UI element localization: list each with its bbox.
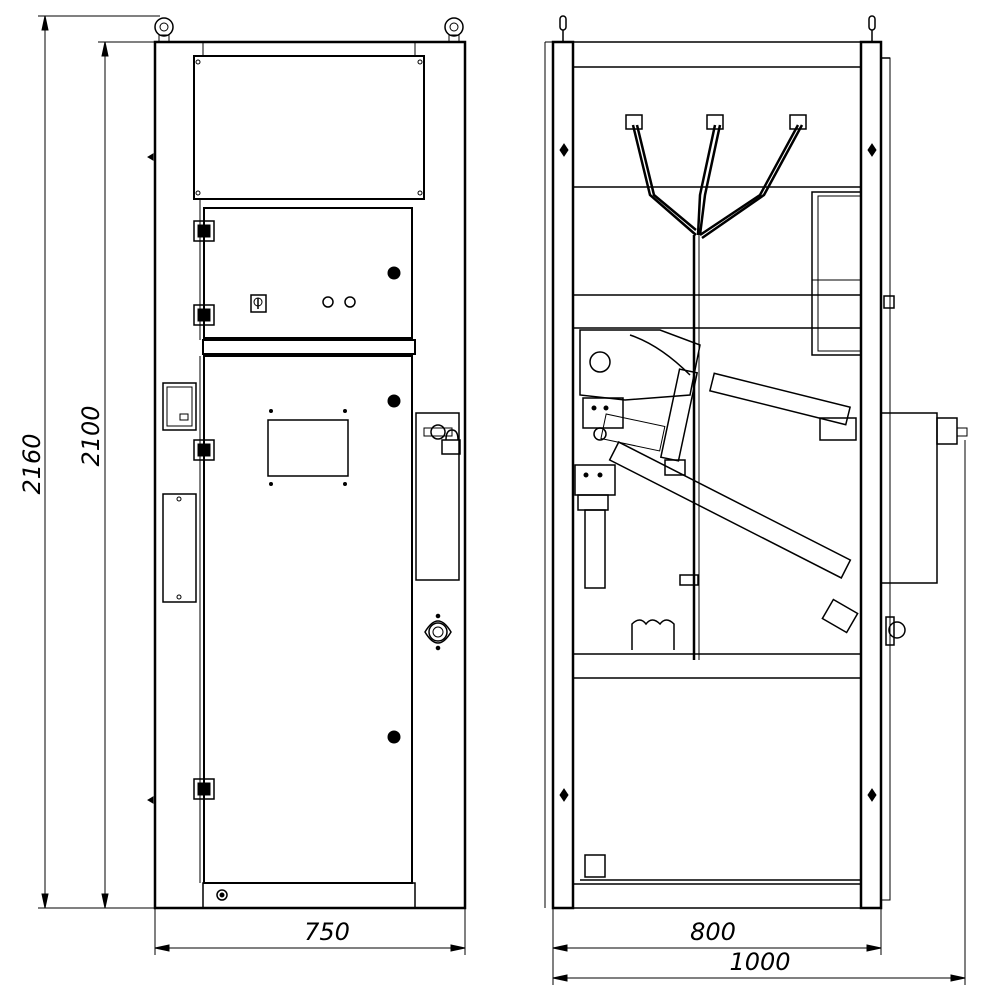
lifting-bolt-icon	[559, 15, 567, 42]
cable-compartment-shelf	[572, 653, 862, 679]
bottom-plinth	[202, 882, 416, 909]
dimensions: 2160 2100 750 800 1000	[18, 15, 966, 985]
lifting-eye-right	[444, 17, 464, 43]
viewing-window	[267, 419, 349, 477]
front-view	[147, 17, 467, 910]
busbar-assembly	[625, 114, 807, 660]
main-door	[203, 355, 413, 884]
label-plate	[162, 493, 197, 603]
frame-post-left	[551, 40, 575, 910]
hinge-icon	[193, 304, 215, 326]
side-section-view	[544, 15, 968, 910]
frame-post-right	[859, 40, 883, 910]
hinge-icon	[193, 778, 215, 800]
operating-socket-icon	[424, 613, 452, 651]
door-lock-icon	[387, 266, 401, 280]
door-lock-icon	[387, 394, 401, 408]
switching-mechanism	[574, 329, 859, 634]
top-compartment-panel	[193, 55, 425, 200]
indicator-lamp	[322, 296, 334, 308]
rear-terminal-icon	[885, 616, 906, 646]
base-frame	[572, 883, 862, 909]
selector-switch-icon	[250, 294, 267, 313]
interlock-panel	[415, 412, 461, 581]
dimension-front-width: 750	[304, 918, 350, 946]
rear-bracket	[883, 295, 895, 309]
nameplate-holder	[162, 382, 197, 431]
hinge-icon	[193, 220, 215, 242]
lifting-eye-left	[154, 17, 174, 43]
dimension-body-height: 2100	[77, 405, 105, 466]
dimension-overall-height: 2160	[18, 433, 46, 494]
relay-door	[203, 207, 413, 339]
relay-box	[811, 191, 862, 356]
earthing-busbar	[580, 854, 860, 881]
indicator-lamp	[344, 296, 356, 308]
dimension-overall-depth: 1000	[729, 948, 790, 976]
hinge-icon	[193, 439, 215, 461]
door-lock-icon	[387, 730, 401, 744]
padlock-icon	[441, 429, 461, 455]
dimension-side-depth: 800	[690, 918, 736, 946]
cable-clamp	[631, 619, 675, 650]
top-cross-member	[572, 41, 862, 68]
middle-rail	[202, 339, 416, 355]
rear-cable-box	[880, 412, 968, 584]
lifting-bolt-icon	[868, 15, 876, 42]
